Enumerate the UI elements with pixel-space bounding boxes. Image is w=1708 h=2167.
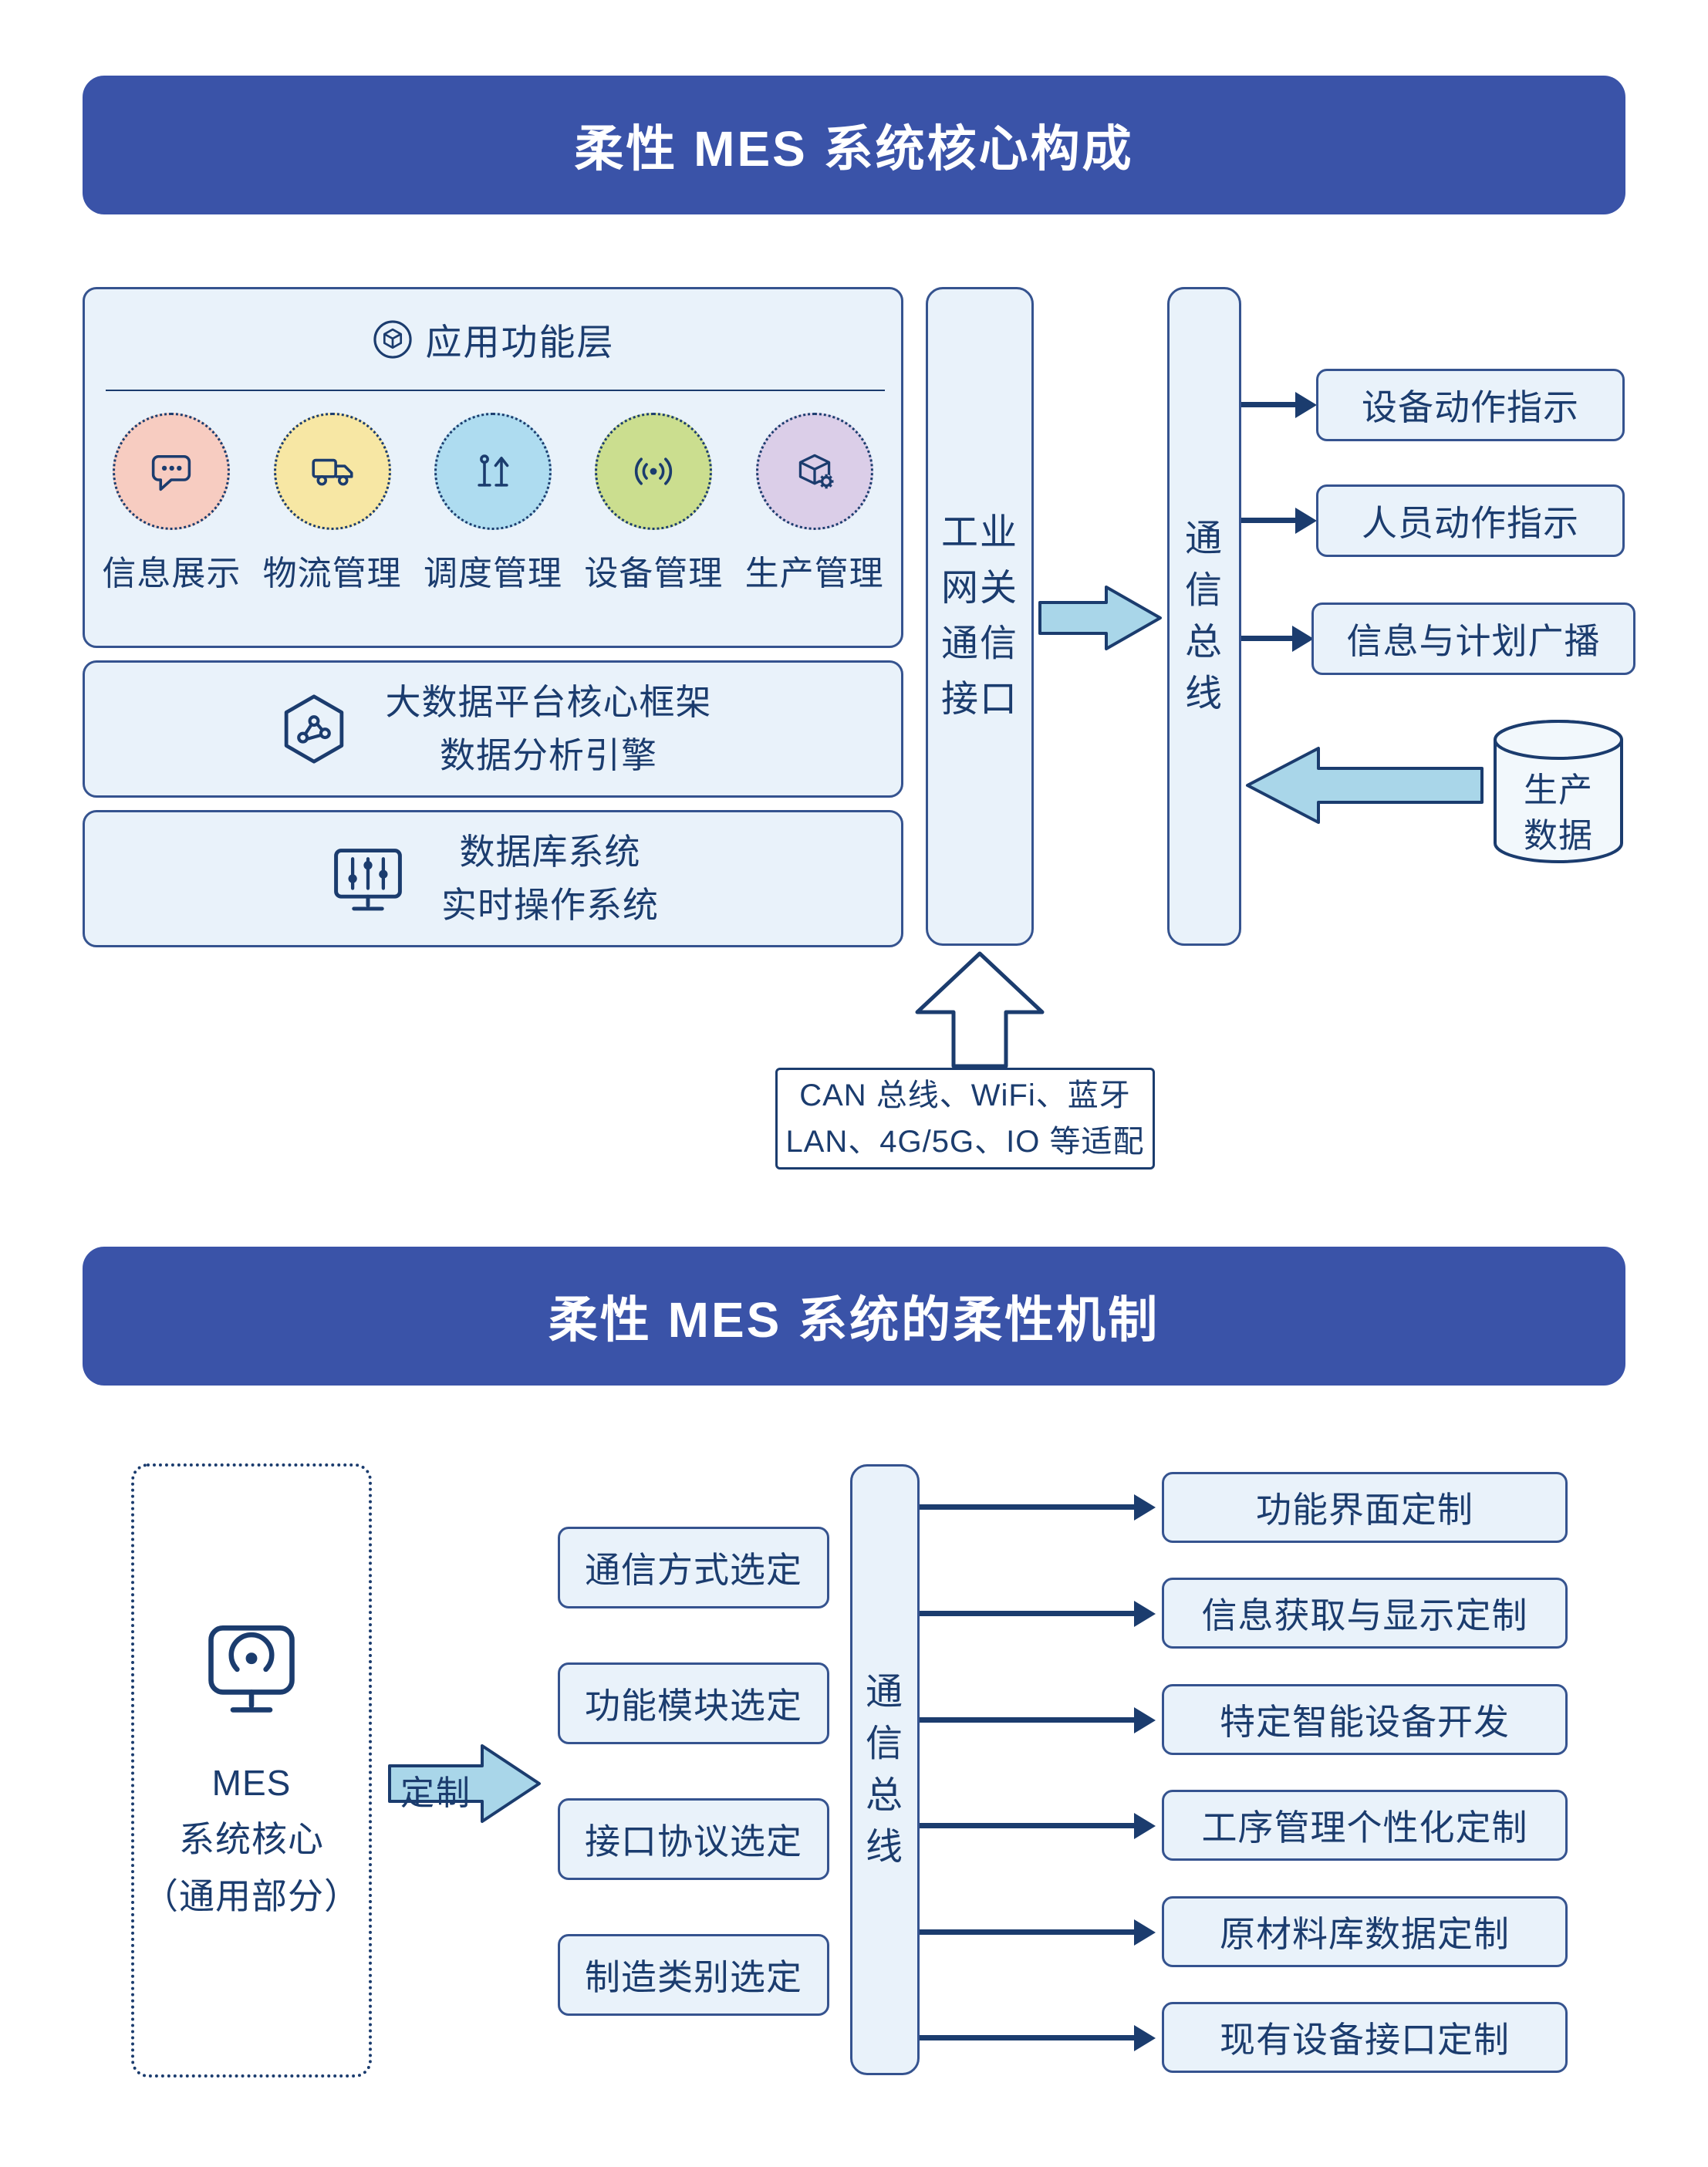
module-circle	[113, 413, 231, 530]
output-label: 信息与计划广播	[1346, 621, 1601, 661]
customize-label: 定制	[400, 1774, 471, 1812]
arrow-to-custom-4	[920, 1823, 1134, 1828]
module-circle	[755, 413, 873, 530]
module-circle	[595, 413, 713, 530]
app-layer-title: 应用功能层	[425, 322, 615, 363]
custom-box-process-mgmt: 工序管理个性化定制	[1162, 1790, 1568, 1861]
custom-box-ui: 功能界面定制	[1162, 1472, 1568, 1543]
section1-title: 柔性 MES 系统核心构成	[574, 121, 1134, 177]
module-circle	[434, 413, 552, 530]
industrial-gateway-label: 工业 网关 通信 接口	[940, 512, 1018, 720]
output-label: 人员动作指示	[1362, 503, 1579, 543]
database-cylinder-icon	[1490, 717, 1626, 868]
selection-box-category: 制造类别选定	[558, 1934, 829, 2016]
section2-title: 柔性 MES 系统的柔性机制	[548, 1292, 1160, 1348]
monitor-sliders-icon	[327, 838, 409, 920]
production-data-label: 生产 数据	[1524, 771, 1593, 856]
module-label: 设备管理	[584, 555, 724, 592]
package-icon	[372, 319, 413, 360]
module-label: 调度管理	[423, 555, 562, 592]
module-label: 生产管理	[744, 555, 884, 592]
arrow-to-output-3	[1241, 636, 1292, 641]
module-circle	[273, 413, 391, 530]
mes-monitor-icon	[197, 1616, 305, 1724]
custom-label: 信息获取与显示定制	[1201, 1595, 1528, 1635]
mes-core-box: MES 系统核心 （通用部分）	[131, 1463, 372, 2078]
gateway-to-bus-arrow	[1038, 584, 1163, 652]
database-system-text: 数据库系统 实时操作系统	[441, 832, 659, 925]
signal-icon	[628, 446, 679, 497]
selection-box-comm: 通信方式选定	[558, 1527, 829, 1608]
custom-box-device-interface: 现有设备接口定制	[1162, 2002, 1568, 2073]
arrow-to-custom-6	[920, 2035, 1134, 2040]
module-scheduling: 调度管理	[419, 413, 567, 595]
custom-label: 工序管理个性化定制	[1201, 1808, 1528, 1848]
modules-row: 信息展示 物流管理	[85, 413, 901, 595]
bigdata-platform-text: 大数据平台核心框架 数据分析引擎	[385, 682, 712, 775]
custom-box-smart-device: 特定智能设备开发	[1162, 1684, 1568, 1755]
output-box-broadcast: 信息与计划广播	[1311, 603, 1635, 675]
custom-label: 现有设备接口定制	[1220, 2020, 1510, 2060]
bigdata-platform-panel: 大数据平台核心框架 数据分析引擎	[83, 660, 903, 798]
selection-label: 制造类别选定	[585, 1957, 802, 1997]
box-gear-icon	[789, 446, 840, 497]
app-layer-header: 应用功能层	[85, 312, 901, 366]
module-info-display: 信息展示	[97, 413, 245, 595]
adapters-box: CAN 总线、WiFi、蓝牙 LAN、4G/5G、IO 等适配	[775, 1068, 1155, 1170]
flow-icon	[468, 446, 518, 497]
industrial-gateway-bar: 工业 网关 通信 接口	[926, 287, 1034, 946]
section1-banner: 柔性 MES 系统核心构成	[83, 76, 1625, 214]
adapters-up-arrow	[914, 950, 1045, 1069]
mes-core-label: MES 系统核心 （通用部分）	[143, 1762, 360, 1916]
output-box-device-action: 设备动作指示	[1316, 369, 1625, 441]
selection-label: 通信方式选定	[585, 1550, 802, 1590]
module-equipment: 设备管理	[579, 413, 727, 595]
module-logistics: 物流管理	[258, 413, 407, 595]
module-label: 物流管理	[262, 555, 402, 592]
chat-icon	[146, 446, 197, 497]
app-function-layer-panel: 应用功能层 信息展示	[83, 287, 903, 648]
selection-box-module: 功能模块选定	[558, 1662, 829, 1744]
hexagon-network-icon	[275, 690, 353, 768]
custom-label: 原材料库数据定制	[1220, 1914, 1510, 1954]
arrow-to-output-1	[1241, 402, 1295, 407]
comm-bus-bar-2: 通 信 总 线	[850, 1464, 920, 2075]
module-label: 信息展示	[102, 555, 241, 592]
truck-icon	[307, 446, 358, 497]
selection-label: 接口协议选定	[585, 1821, 802, 1862]
arrow-to-output-2	[1241, 518, 1295, 523]
arrow-to-custom-3	[920, 1717, 1134, 1723]
section2-banner: 柔性 MES 系统的柔性机制	[83, 1247, 1625, 1386]
database-system-panel: 数据库系统 实时操作系统	[83, 810, 903, 947]
divider	[106, 390, 885, 391]
comm-bus-bar-1: 通 信 总 线	[1167, 287, 1241, 946]
arrow-to-custom-5	[920, 1929, 1134, 1935]
arrow-to-custom-1	[920, 1504, 1134, 1510]
custom-box-raw-material: 原材料库数据定制	[1162, 1896, 1568, 1967]
output-box-personnel-action: 人员动作指示	[1316, 484, 1625, 557]
comm-bus-label-2: 通 信 总 线	[865, 1671, 904, 1868]
custom-box-info-display: 信息获取与显示定制	[1162, 1578, 1568, 1649]
module-production: 生产管理	[741, 413, 889, 595]
selection-label: 功能模块选定	[585, 1686, 802, 1726]
output-label: 设备动作指示	[1362, 387, 1579, 427]
comm-bus-label: 通 信 总 线	[1184, 518, 1224, 715]
data-to-bus-arrow	[1244, 742, 1485, 829]
custom-label: 功能界面定制	[1256, 1490, 1473, 1530]
arrow-to-custom-2	[920, 1611, 1134, 1616]
custom-label: 特定智能设备开发	[1220, 1702, 1510, 1742]
customize-arrow	[388, 1741, 542, 1826]
selection-box-protocol: 接口协议选定	[558, 1798, 829, 1880]
